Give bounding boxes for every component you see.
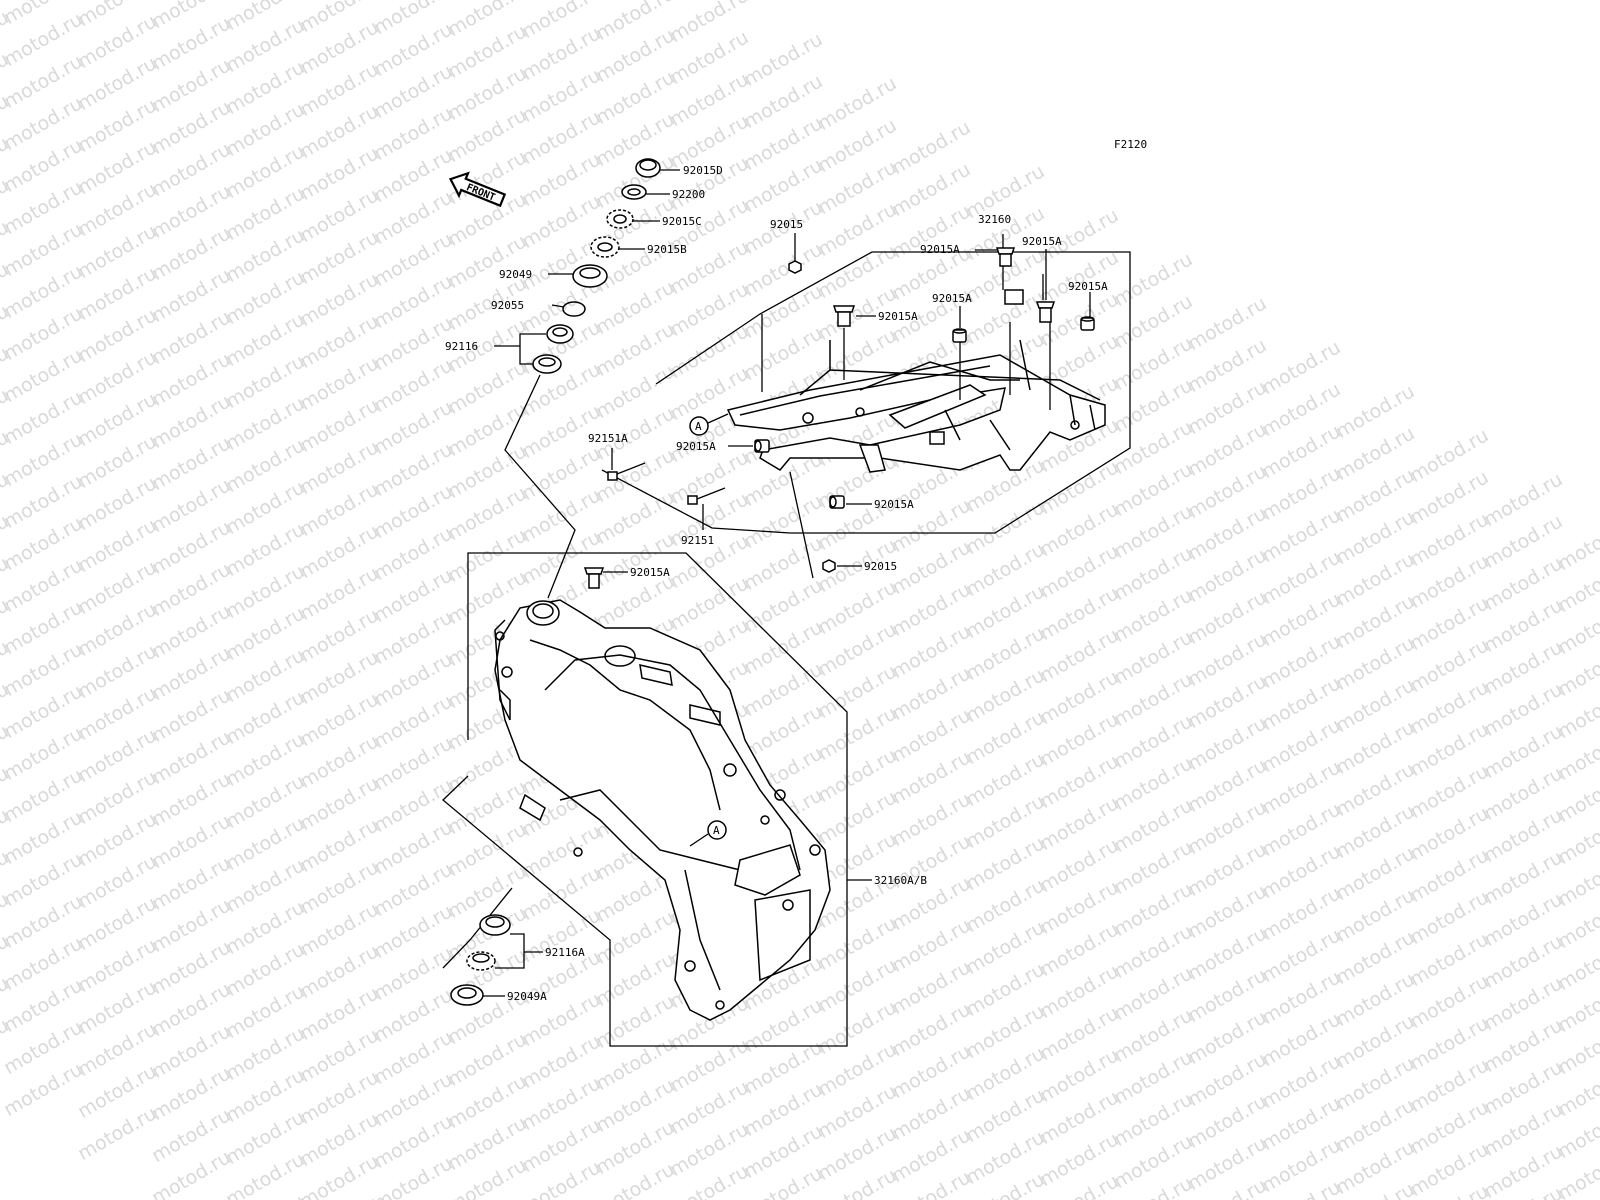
nut-92015-bottom-icon	[822, 559, 836, 573]
leader-steering-head	[504, 374, 576, 599]
label-92015A-5: 92015A	[1068, 280, 1108, 293]
label-92049A: 92049A	[507, 990, 547, 1003]
bolt-92015A-7-icon	[829, 495, 872, 509]
bolt-92015A-4-icon	[952, 328, 967, 343]
label-92015A-6: 92015A	[676, 440, 716, 453]
label-92015A-2: 92015A	[920, 243, 960, 256]
label-92015-bottom: 92015	[864, 560, 897, 573]
main-frame-icon	[494, 599, 831, 1021]
subframe-outline-lower	[601, 469, 791, 534]
bolt-92015A-2-icon	[975, 247, 1016, 267]
callout-a-lower	[707, 820, 727, 840]
part-92015C-icon	[606, 209, 660, 229]
label-92015C: 92015C	[662, 215, 702, 228]
label-92116: 92116	[445, 340, 478, 353]
rear-subframe-icon	[726, 289, 1106, 473]
label-92049: 92049	[499, 268, 532, 281]
callout-a-upper-label: A	[695, 420, 702, 433]
part-92015D-icon	[635, 158, 680, 178]
label-32160AB: 32160A/B	[874, 874, 927, 887]
bolt-92015A-8-icon	[583, 567, 628, 589]
front-arrow-icon: FRONT	[448, 171, 507, 208]
subframe-outline	[655, 251, 1131, 534]
callout-a-upper	[689, 416, 709, 436]
nut-92015-top-icon	[788, 260, 802, 274]
callout-a-lower-label: A	[713, 824, 720, 837]
label-92015-top: 92015	[770, 218, 803, 231]
label-92015A-3: 92015A	[1022, 235, 1062, 248]
label-92015A-8: 92015A	[630, 566, 670, 579]
label-32160: 32160	[978, 213, 1011, 226]
bolt-92015A-1-icon	[832, 305, 876, 327]
label-92200: 92200	[672, 188, 705, 201]
label-92015A-7: 92015A	[874, 498, 914, 511]
bolt-92015A-5-icon	[1080, 316, 1095, 331]
leader-lower-bearing	[442, 887, 513, 969]
label-92116A: 92116A	[545, 946, 585, 959]
label-92015B: 92015B	[647, 243, 687, 256]
part-92049A-icon	[450, 984, 505, 1006]
bolt-92015A-3-icon	[1035, 301, 1056, 323]
bolt-92015A-6-icon	[754, 439, 770, 453]
label-92055: 92055	[491, 299, 524, 312]
label-92151A: 92151A	[588, 432, 628, 445]
figure-code: F2120	[1114, 138, 1147, 151]
label-92151: 92151	[681, 534, 714, 547]
bolt-92151A-icon	[607, 462, 646, 481]
bolt-92151-icon	[687, 487, 726, 505]
label-92015A-4: 92015A	[932, 292, 972, 305]
part-92116-icon	[494, 324, 574, 374]
label-92015A-1: 92015A	[878, 310, 918, 323]
part-92116A-icon	[466, 914, 543, 971]
part-92055-icon	[551, 301, 586, 317]
part-92015B-icon	[590, 236, 645, 258]
frame-outline	[442, 552, 848, 1047]
label-92015D: 92015D	[683, 164, 723, 177]
part-92049-icon	[548, 264, 608, 288]
part-92200-icon	[621, 184, 670, 200]
